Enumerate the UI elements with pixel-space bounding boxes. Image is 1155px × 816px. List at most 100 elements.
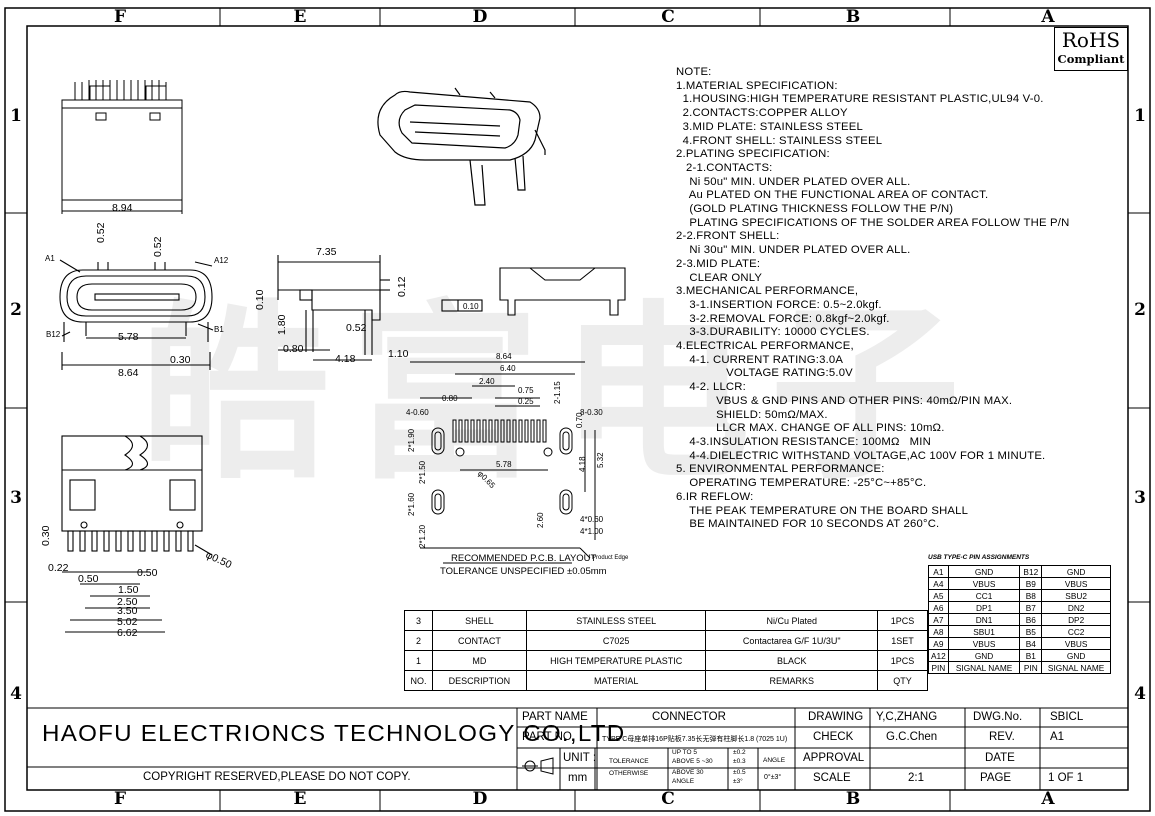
pin-cell: CC1	[947, 589, 1021, 602]
dim-side-052: 0.52	[346, 322, 367, 334]
grid-col-d-top: D	[472, 7, 488, 27]
bom-cell: Ni/Cu Plated	[705, 610, 879, 631]
grid-row-3-left: 3	[10, 488, 22, 508]
pin-cell: PIN	[928, 661, 949, 674]
tol-row1: UP TO 5	[672, 749, 697, 756]
grid-col-b-top: B	[845, 7, 861, 27]
note-line: 2-3.MID PLATE:	[676, 257, 761, 270]
note-line: 3-1.INSERTION FORCE: 0.5~2.0kgf.	[676, 298, 882, 311]
note-line: 4.ELECTRICAL PERFORMANCE,	[676, 340, 854, 353]
pin-cell: GND	[1041, 649, 1111, 662]
dim-pcb-025: 0.25	[518, 397, 534, 406]
pin-cell: A9	[928, 637, 949, 650]
bom-cell: DESCRIPTION	[431, 670, 527, 691]
note-line: CLEAR ONLY	[676, 271, 763, 284]
note-line: 4.FRONT SHELL: STAINLESS STEEL	[676, 134, 883, 147]
pin-cell: GND	[947, 649, 1021, 662]
note-line: 1.HOUSING:HIGH TEMPERATURE RESISTANT PLA…	[676, 93, 1044, 106]
grid-col-f-top: F	[113, 7, 127, 27]
tol-row1-value: ±0.2	[733, 749, 746, 756]
iso-view	[377, 87, 546, 206]
pin-cell: SBU1	[947, 625, 1021, 638]
copyright-notice: COPYRIGHT RESERVED,PLEASE DO NOT COPY.	[143, 771, 411, 783]
pin-cell: VBUS	[947, 577, 1021, 590]
pin-cell: GND	[1041, 565, 1111, 578]
pin-cell: A1	[928, 565, 949, 578]
tolerance-label: TOLERANCE	[609, 758, 649, 765]
dim-bottom-030: 0.30	[40, 525, 52, 546]
dim-pcb-240: 2.40	[479, 377, 495, 386]
pin-cell: GND	[947, 565, 1021, 578]
note-line: (GOLD PLATING THICKNESS FOLLOW THE P/N)	[676, 203, 954, 216]
bom-cell: 2	[404, 630, 433, 651]
rohs-title: RoHS	[1061, 28, 1121, 52]
grid-row-3-right: 3	[1134, 488, 1146, 508]
note-line: VOLTAGE RATING:5.0V	[676, 367, 853, 380]
title-block-frame	[27, 707, 1128, 790]
bom-cell: CONTACT	[431, 630, 527, 651]
dim-front-030: 0.30	[170, 354, 191, 366]
bom-cell: 1PCS	[877, 650, 928, 671]
grid-col-e-top: E	[293, 7, 307, 27]
date-label: DATE	[985, 752, 1015, 764]
company-name: HAOFU ELECTRIONCS TECHNOLOGY CO.,LTD	[42, 720, 626, 746]
grid-row-4-left: 4	[10, 684, 22, 704]
bom-cell: NO.	[404, 670, 433, 691]
dim-bottom-150: 1.50	[118, 584, 139, 596]
watermark: 皓富电子	[140, 284, 980, 505]
tol-row3: ABOVE 30	[672, 769, 704, 776]
pin-cell: B9	[1019, 577, 1043, 590]
dim-front-864: 8.64	[118, 367, 139, 379]
pin-cell: B1	[1019, 649, 1043, 662]
pin-cell: B12	[1019, 565, 1043, 578]
dim-bottom-250: 2.50	[117, 596, 138, 608]
note-line: Au PLATED ON THE FUNCTIONAL AREA OF CONT…	[676, 189, 989, 202]
part-no-value: TYPE C母座单排16P贴板7.35长无弹有柱脚长1.8 (7025 1U)	[602, 736, 788, 743]
dim-pcb-4100: 4*1.00	[580, 527, 604, 536]
grid-col-c-top: C	[661, 7, 675, 27]
scale-label: SCALE	[813, 772, 851, 784]
pin-cell: B8	[1019, 589, 1043, 602]
grid-row-1-left: 1	[10, 106, 22, 126]
bom-cell: QTY	[877, 670, 928, 691]
pin-cell: PIN	[1019, 661, 1043, 674]
dim-side-010: 0.10	[254, 289, 266, 310]
outer-border	[4, 7, 1151, 812]
dwg-value: SBICL	[1050, 711, 1084, 723]
dim-pcb-2150: 2*1.50	[418, 460, 427, 484]
pin-cell: A12	[928, 649, 949, 662]
dim-side-012: 0.12	[396, 276, 408, 297]
angle-value: 0°±3°	[764, 774, 782, 781]
pin-cell: DP1	[947, 601, 1021, 614]
note-line: 6.IR REFLOW:	[676, 490, 754, 503]
pin-cell: B5	[1019, 625, 1043, 638]
check-value: G.C.Chen	[886, 731, 938, 743]
unit-value: mm	[568, 772, 588, 784]
check-label: CHECK	[813, 731, 854, 743]
note-line: 1.MATERIAL SPECIFICATION:	[676, 79, 838, 92]
flat-view	[441, 267, 626, 316]
dwg-label: DWG.No.	[973, 711, 1023, 723]
dim-pcb-4060b: 4*0.60	[580, 515, 604, 524]
note-line: NOTE:	[676, 66, 712, 78]
note-line: 3.MID PLATE: STAINLESS STEEL	[676, 120, 864, 133]
grid-row-2-right: 2	[1134, 300, 1146, 320]
top-view-pins	[74, 80, 167, 100]
pin-cell: B6	[1019, 613, 1043, 626]
bom-cell: 1PCS	[877, 610, 928, 631]
tol-row4: ANGLE	[672, 778, 695, 785]
pin-cell: VBUS	[1041, 577, 1111, 590]
note-line: OPERATING TEMPERATURE: -25°C~+85°C.	[676, 477, 927, 490]
pin-table-title: USB TYPE-C PIN ASSIGNMENTS	[928, 554, 1030, 561]
grid-col-b-bottom: B	[845, 789, 861, 809]
pin-cell: SBU2	[1041, 589, 1111, 602]
note-line: VBUS & GND PINS AND OTHER PINS: 40mΩ/PIN…	[676, 394, 1013, 407]
